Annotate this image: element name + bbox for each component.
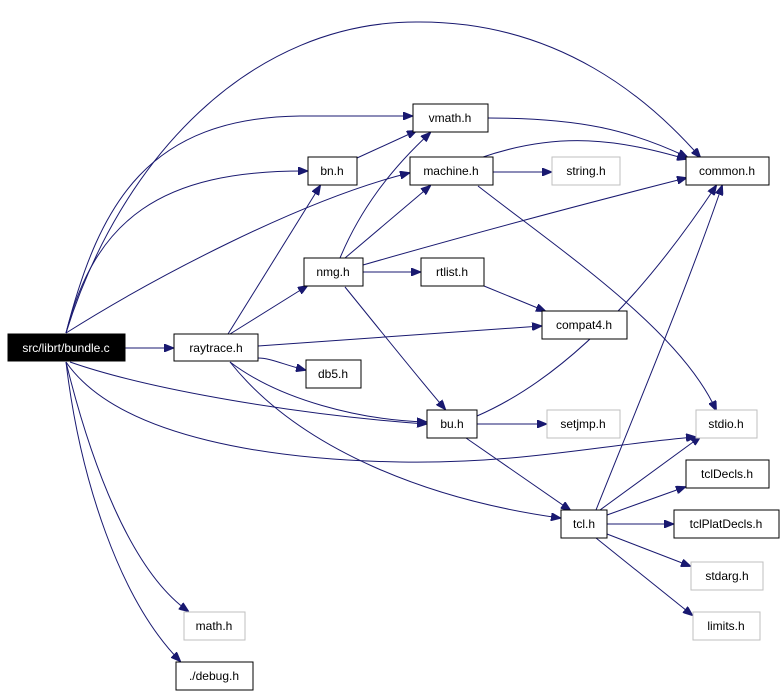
- edge-nmg-common: [362, 178, 686, 266]
- node-bundle-c[interactable]: src/librt/bundle.c: [7, 333, 126, 362]
- node-label-tclplatdecls-h: tclPlatDecls.h: [690, 517, 763, 531]
- node-db5-h[interactable]: db5.h: [305, 359, 362, 389]
- edge-bundle-math: [65, 361, 188, 611]
- edge-raytrace-nmg: [229, 286, 307, 335]
- edge-bundle-bu: [69, 361, 426, 424]
- node-setjmp-h[interactable]: setjmp.h: [546, 409, 621, 439]
- node-stdio-h[interactable]: stdio.h: [695, 409, 758, 439]
- node-label-debug-h: ./debug.h: [189, 669, 239, 683]
- node-bu-h[interactable]: bu.h: [426, 409, 478, 439]
- node-label-tcldecls-h: tclDecls.h: [701, 467, 753, 481]
- node-label-string-h: string.h: [566, 164, 605, 178]
- node-nmg-h[interactable]: nmg.h: [303, 257, 364, 287]
- edge-tcl-limits: [595, 537, 692, 615]
- edge-vmath-common: [487, 117, 687, 157]
- node-label-stdarg-h: stdarg.h: [705, 569, 748, 583]
- node-rtlist-h[interactable]: rtlist.h: [420, 257, 485, 287]
- edge-machine-stdio: [477, 185, 716, 410]
- edge-raytrace-bn: [227, 186, 320, 335]
- node-label-raytrace-h: raytrace.h: [189, 341, 242, 355]
- edge-rtlist-compat4: [483, 285, 545, 311]
- edge-bundle-machine: [65, 173, 409, 334]
- edge-nmg-bu: [344, 286, 445, 409]
- node-tclplatdecls-h[interactable]: tclPlatDecls.h: [673, 509, 780, 539]
- edge-tcl-tcldecls: [606, 487, 685, 516]
- node-tcldecls-h[interactable]: tclDecls.h: [685, 459, 770, 489]
- node-label-compat4-h: compat4.h: [556, 318, 612, 332]
- edge-tcl-stdio: [599, 437, 700, 511]
- node-tcl-h[interactable]: tcl.h: [560, 509, 608, 539]
- graph-edges: [65, 21, 722, 661]
- node-label-common-h: common.h: [699, 164, 755, 178]
- edge-raytrace-db5: [257, 357, 305, 370]
- edge-tcl-stdarg: [606, 533, 690, 566]
- graph-nodes: src/librt/bundle.c raytrace.h vmath.h co…: [7, 103, 780, 691]
- node-stdarg-h[interactable]: stdarg.h: [690, 561, 764, 591]
- node-label-machine-h: machine.h: [423, 164, 478, 178]
- edge-raytrace-compat4: [257, 326, 541, 347]
- node-string-h[interactable]: string.h: [551, 156, 621, 186]
- node-label-rtlist-h: rtlist.h: [436, 265, 468, 279]
- edge-bundle-common: [65, 21, 700, 334]
- edge-bundle-bn: [65, 171, 307, 334]
- edge-bundle-stdio: [65, 361, 695, 463]
- edge-machine-common: [479, 140, 686, 159]
- edge-tcl-common: [595, 186, 722, 511]
- edge-bu-common: [476, 186, 716, 417]
- node-label-bn-h: bn.h: [320, 164, 343, 178]
- node-label-bu-h: bu.h: [440, 417, 463, 431]
- node-common-h[interactable]: common.h: [685, 156, 770, 186]
- node-label-limits-h: limits.h: [707, 619, 744, 633]
- edge-bn-vmath: [356, 131, 416, 159]
- node-label-stdio-h: stdio.h: [708, 417, 743, 431]
- node-label-vmath-h: vmath.h: [429, 111, 472, 125]
- node-vmath-h[interactable]: vmath.h: [412, 103, 489, 133]
- node-label-math-h: math.h: [196, 619, 233, 633]
- edge-bu-tcl: [465, 437, 570, 510]
- node-bn-h[interactable]: bn.h: [307, 156, 358, 186]
- edge-nmg-machine: [344, 186, 430, 259]
- node-label-tcl-h: tcl.h: [573, 517, 595, 531]
- edge-bundle-debug: [65, 361, 180, 661]
- node-limits-h[interactable]: limits.h: [692, 611, 761, 641]
- node-compat4-h[interactable]: compat4.h: [541, 310, 628, 340]
- edge-bundle-vmath: [65, 116, 412, 334]
- node-label-setjmp-h: setjmp.h: [560, 417, 605, 431]
- node-raytrace-h[interactable]: raytrace.h: [173, 333, 259, 362]
- edge-nmg-vmath: [339, 133, 430, 259]
- edge-raytrace-tcl: [229, 361, 560, 518]
- node-machine-h[interactable]: machine.h: [409, 156, 494, 186]
- node-math-h[interactable]: math.h: [183, 611, 246, 641]
- node-label-db5-h: db5.h: [318, 367, 348, 381]
- edge-raytrace-bu: [229, 361, 426, 422]
- node-label-nmg-h: nmg.h: [316, 265, 349, 279]
- node-debug-h[interactable]: ./debug.h: [175, 661, 254, 691]
- node-label-bundle-c: src/librt/bundle.c: [22, 341, 109, 355]
